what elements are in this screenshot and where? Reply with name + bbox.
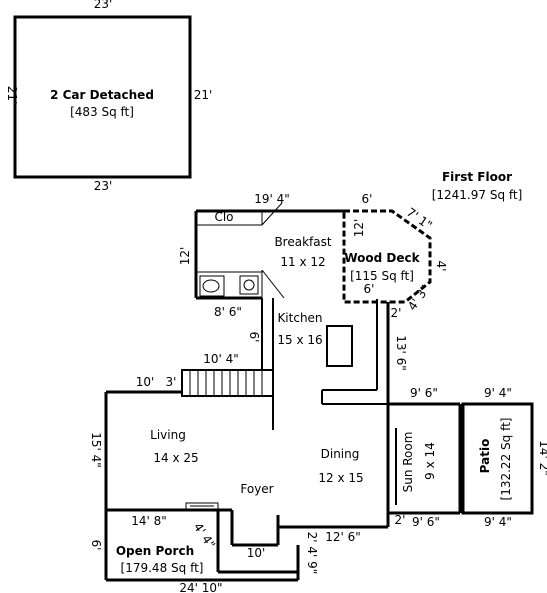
dim-porch-10: 10' [247,546,266,560]
dim-v-2-bottom: 2' [395,513,406,527]
toilet-icon [202,279,220,293]
dim-v-2: 2' [391,306,402,320]
dimension-labels: 19' 4" 6' 7' 1" 12' 4' 6' 4' 3" 12' 8' 6… [89,192,547,593]
dim-deck-12: 12' [352,219,366,238]
dim-deck-4: 4' [434,261,448,272]
dim-top-19-4: 19' 4" [254,192,290,206]
dim-bottom-24-10: 24' 10" [179,581,222,593]
garage-dim-right: 21' [194,88,213,102]
garage-area: [483 Sq ft] [70,105,134,119]
dim-8-6: 8' 6" [214,305,242,319]
garage-dim-bottom: 23' [94,179,113,193]
garage-title: 2 Car Detached [50,88,154,102]
dim-deck-6-inner: 6' [364,282,375,296]
dim-v-2-4-9: 2' 4' 9" [305,532,319,575]
dim-patio-14-2: 14' 2" [537,440,547,476]
patio-title: Patio [478,439,492,474]
bathroom-fixtures [199,275,259,297]
room-sun-room-size: 9 x 14 [423,442,437,480]
dim-sun-9-6-bottom: 9' 6" [412,515,440,529]
wood-deck-outline [342,209,432,304]
room-foyer: Foyer [240,482,273,496]
dim-patio-9-4-bottom: 9' 4" [484,515,512,529]
dim-deck-7-1: 7' 1" [404,205,435,232]
first-floor-area: [1241.97 Sq ft] [432,188,523,202]
dim-v-3: 3' [166,375,177,389]
dim-v-6: 6' [247,332,261,343]
patio-outline [461,402,534,515]
dim-left-12: 12' [178,247,192,266]
room-sun-room-name: Sun Room [401,432,415,493]
dim-deck-4-3: 4' 3" [405,282,432,313]
dim-v-13-6: 13' 6" [394,335,408,371]
open-porch-title: Open Porch [116,544,194,558]
wood-deck-title: Wood Deck [344,251,420,265]
room-kitchen-size: 15 x 16 [277,333,322,347]
room-living-name: Living [150,428,186,442]
room-dining-name: Dining [321,447,360,461]
room-clo: Clo [214,210,233,224]
open-porch-area: [179.48 Sq ft] [121,561,204,575]
wood-deck-area: [115 Sq ft] [350,269,414,283]
garage-outline [13,15,192,179]
room-dining-size: 12 x 15 [318,471,363,485]
dim-porch-6: 6' [89,540,103,551]
dim-10: 10' [136,375,155,389]
dim-v-4-4: 4' 4" [191,520,218,551]
room-breakfast-size: 11 x 12 [280,255,325,269]
garage-dim-top: 23' [94,0,113,11]
dim-10-4: 10' 4" [203,352,239,366]
dim-12-6: 12' 6" [325,530,361,544]
dim-14-8: 14' 8" [131,514,167,528]
dim-deck-6-top: 6' [362,192,373,206]
room-living-size: 14 x 25 [153,451,198,465]
sink-icon [243,279,255,291]
patio-area: [132.22 Sq ft] [499,418,513,501]
dim-patio-9-4-top: 9' 4" [484,386,512,400]
house-walls [104,202,462,582]
garage-dim-left: 21' [5,86,19,105]
dim-v-15-4: 15' 4" [89,432,103,468]
dim-sun-9-6-top: 9' 6" [410,386,438,400]
first-floor-title: First Floor [442,170,512,184]
room-breakfast-name: Breakfast [274,235,331,249]
garage: 2 Car Detached [483 Sq ft] 23' 23' 21' 2… [5,0,212,193]
room-kitchen-name: Kitchen [277,311,322,325]
